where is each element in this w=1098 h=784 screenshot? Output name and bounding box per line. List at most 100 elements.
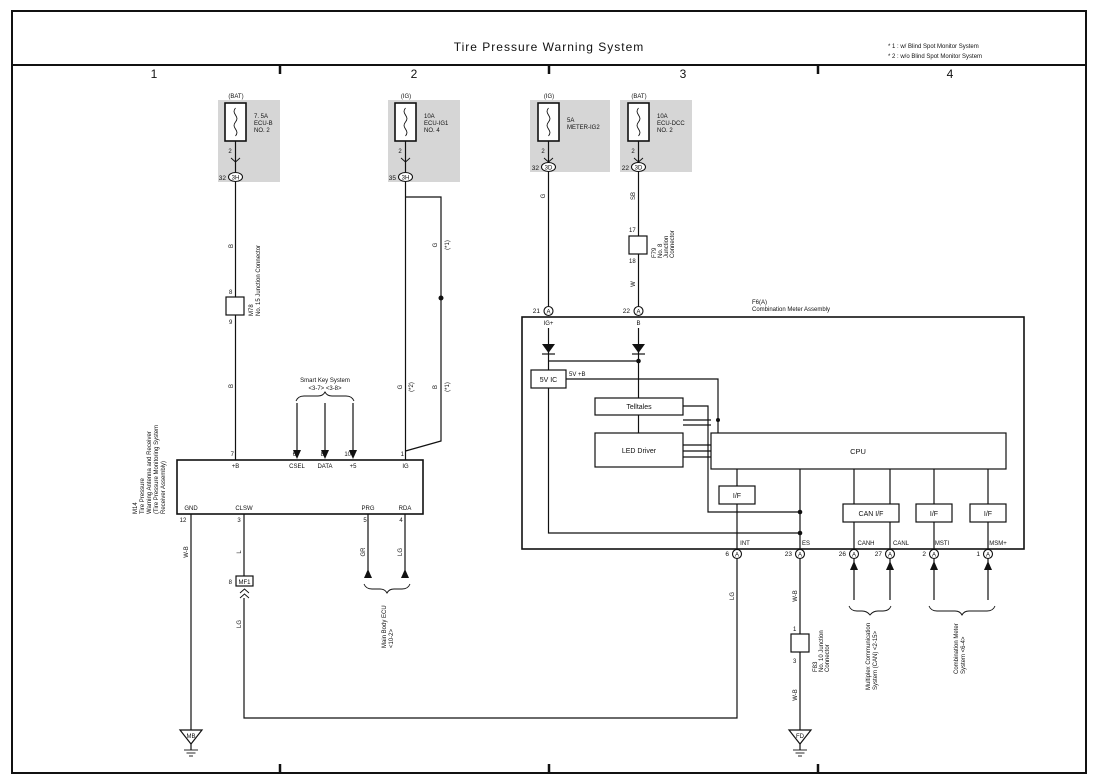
svg-text:7. 5A: 7. 5A: [254, 114, 268, 120]
svg-text:I/F: I/F: [733, 493, 741, 500]
svg-text:I/F: I/F: [984, 511, 992, 518]
svg-text:ECU-IG1: ECU-IG1: [424, 121, 449, 127]
svg-text:Combination Meter: Combination Meter: [954, 623, 960, 674]
svg-text:2: 2: [541, 149, 545, 155]
svg-text:8: 8: [321, 452, 325, 458]
svg-text:32: 32: [219, 175, 227, 182]
svg-text:L: L: [237, 550, 243, 554]
svg-text:DATA: DATA: [317, 464, 332, 470]
svg-text:6: 6: [293, 452, 297, 458]
svg-text:B: B: [229, 244, 235, 248]
column-label-1: 1: [151, 67, 158, 81]
column-label-2: 2: [411, 67, 418, 81]
svg-text:Combination Meter Assembly: Combination Meter Assembly: [752, 307, 830, 313]
wire-msm: Combination Meter System <6-4>: [928, 558, 996, 674]
svg-text:A: A: [852, 553, 856, 559]
svg-text:Connector: Connector: [670, 230, 676, 258]
svg-text:M78: M78: [249, 304, 255, 316]
svg-text:3: 3: [793, 659, 797, 665]
svg-text:21: 21: [533, 308, 541, 315]
svg-text:LG: LG: [398, 548, 404, 556]
svg-text:I/F: I/F: [930, 511, 938, 518]
svg-text:8: 8: [229, 290, 233, 296]
svg-text:10A: 10A: [424, 114, 435, 120]
svg-text:B: B: [433, 385, 439, 389]
svg-text:LED Driver: LED Driver: [622, 448, 657, 455]
svg-text:22: 22: [622, 165, 630, 172]
svg-text:SB: SB: [631, 192, 637, 200]
fuse-ecu-ig1-no4: (IG) 10A ECU-IG1 NO. 4 2 35 3H: [388, 94, 460, 183]
combination-meter: F6(A) Combination Meter Assembly 21 A 22…: [521, 300, 1025, 560]
svg-text:G: G: [541, 193, 547, 198]
svg-text:(*1): (*1): [445, 382, 451, 392]
svg-text:W-B: W-B: [793, 590, 799, 602]
svg-text:22: 22: [623, 308, 631, 315]
svg-text:W-B: W-B: [793, 689, 799, 701]
svg-text:Junction: Junction: [664, 236, 670, 258]
svg-text:M14: M14: [133, 502, 139, 514]
svg-text:(IG): (IG): [544, 94, 554, 100]
svg-text:G: G: [398, 384, 404, 389]
column-ticks: [278, 65, 820, 773]
svg-text:8: 8: [229, 580, 233, 586]
svg-text:3D: 3D: [635, 166, 643, 172]
svg-text:F79: F79: [652, 247, 658, 258]
svg-text:B: B: [229, 384, 235, 388]
svg-text:27: 27: [875, 551, 883, 558]
svg-text:Smart Key System: Smart Key System: [300, 378, 350, 384]
wire-ig-branch: G (*1) G (*2) B (*1): [398, 181, 451, 460]
svg-text:No. 15 Junction Connector: No. 15 Junction Connector: [256, 245, 262, 316]
svg-text:IG+: IG+: [544, 321, 554, 327]
svg-text:MSTI: MSTI: [935, 541, 950, 547]
wire-ecu-dcc: SB W 17 18 F79 No. 8 Junction Connector: [628, 171, 676, 306]
wire-meter-ig2: G: [541, 171, 550, 306]
svg-text:A: A: [986, 553, 990, 559]
svg-text:7: 7: [231, 452, 235, 458]
svg-text:NO. 2: NO. 2: [657, 128, 673, 134]
svg-text:Main Body ECU: Main Body ECU: [382, 605, 388, 648]
fuse-ecu-b-no2: (BAT) 7. 5A ECU-B NO. 2 2 32 3H: [218, 94, 280, 183]
svg-text:6: 6: [725, 551, 729, 558]
svg-text:<3-7> <3-8>: <3-7> <3-8>: [308, 386, 342, 392]
svg-text:(BAT): (BAT): [631, 94, 646, 100]
svg-text:Multiplex Communication: Multiplex Communication: [866, 623, 872, 690]
svg-text:5A: 5A: [567, 118, 574, 124]
svg-text:32: 32: [532, 165, 540, 172]
ground-fd: FD: [787, 729, 813, 757]
svg-text:METER-IG2: METER-IG2: [567, 125, 600, 131]
svg-text:(IG): (IG): [401, 94, 411, 100]
note-1: * 1 : w/ Blind Spot Monitor System: [888, 44, 979, 50]
svg-text:A: A: [888, 553, 892, 559]
svg-text:12: 12: [180, 518, 187, 524]
wire-es: W-B W-B 1 3 F83 No. 10 Junction Connecto…: [790, 558, 831, 730]
wire-gnd: W-B: [184, 514, 192, 730]
wire-prg-rda: GR LG Main Body ECU <10-2>: [361, 514, 411, 648]
svg-text:MB: MB: [187, 734, 196, 740]
svg-text:9: 9: [229, 320, 233, 326]
svg-text:17: 17: [629, 228, 636, 234]
svg-text:G: G: [433, 242, 439, 247]
svg-text:26: 26: [839, 551, 847, 558]
svg-text:NO. 2: NO. 2: [254, 128, 270, 134]
svg-text:ECU-B: ECU-B: [254, 121, 273, 127]
column-label-4: 4: [947, 67, 954, 81]
svg-text:IG: IG: [402, 464, 409, 470]
svg-text:Receiver Assembly): Receiver Assembly): [161, 461, 167, 514]
svg-text:A: A: [546, 310, 550, 316]
svg-text:F6(A): F6(A): [752, 300, 767, 306]
svg-text:CSEL: CSEL: [289, 464, 305, 470]
svg-text:A: A: [636, 310, 640, 316]
svg-text:3H: 3H: [402, 176, 410, 182]
svg-text:B: B: [636, 321, 640, 327]
svg-text:+B: +B: [232, 464, 240, 470]
note-2: * 2 : w/o Blind Spot Monitor System: [888, 54, 982, 60]
svg-text:<10-2>: <10-2>: [389, 628, 395, 648]
svg-text:System (CAN) <2-15>: System (CAN) <2-15>: [873, 630, 879, 690]
svg-text:CANH: CANH: [857, 541, 874, 547]
svg-text:CPU: CPU: [850, 447, 866, 456]
svg-text:MF1: MF1: [239, 580, 252, 586]
svg-text:CLSW: CLSW: [235, 506, 253, 512]
svg-text:LG: LG: [730, 592, 736, 600]
svg-text:ES: ES: [802, 541, 810, 547]
